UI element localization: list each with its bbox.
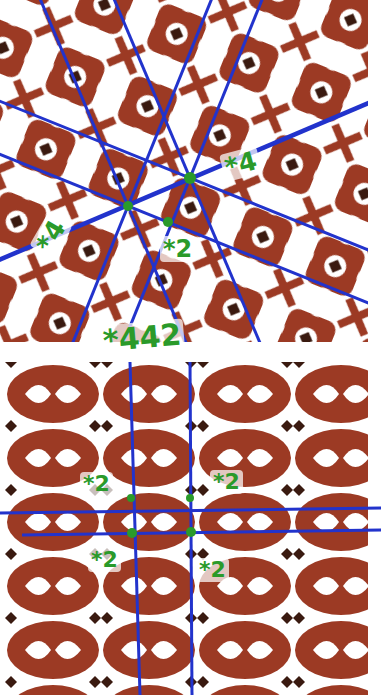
symmetry-label: *2 xyxy=(80,472,113,496)
mirror-line xyxy=(33,0,348,342)
symmetry-label: *442 xyxy=(99,318,186,357)
symmetry-label: *2 xyxy=(160,236,195,262)
symmetry-label: *2 xyxy=(210,470,243,494)
symmetry-label: *2 xyxy=(196,558,229,582)
mirror-line xyxy=(0,14,368,342)
symmetry-label: *2 xyxy=(88,548,121,572)
mirror-line xyxy=(0,21,368,336)
mirror-line xyxy=(26,0,354,342)
